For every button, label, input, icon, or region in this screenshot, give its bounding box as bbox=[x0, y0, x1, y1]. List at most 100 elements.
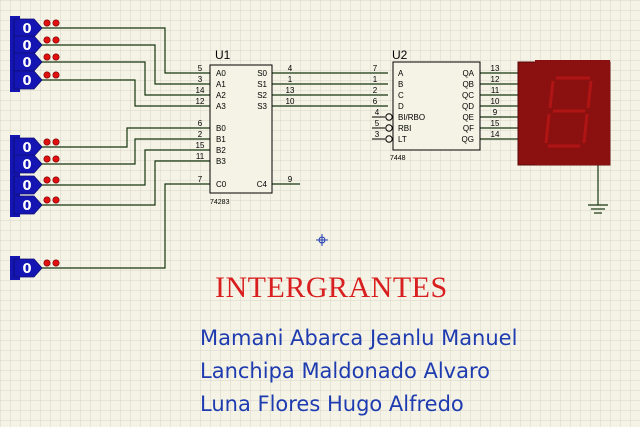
logic-state-carry[interactable]: 0 bbox=[10, 256, 62, 280]
u1-pin-s0-number: 4 bbox=[288, 64, 293, 73]
u2-pin-out4-number: 9 bbox=[493, 108, 498, 117]
state-led-icon bbox=[43, 155, 51, 163]
u1-pin-s0-label: S0 bbox=[257, 69, 267, 78]
u1-pin-b3-number: 11 bbox=[196, 152, 205, 161]
u2-pin-in0-number: 7 bbox=[373, 64, 378, 73]
u2-pin-out6-number: 14 bbox=[491, 130, 500, 139]
logic-b-value-1: 0 bbox=[22, 158, 31, 173]
u1-pin-a0-number: 5 bbox=[198, 64, 203, 73]
logic-b-switch-3[interactable]: 0 bbox=[13, 195, 62, 215]
state-led-icon bbox=[43, 71, 51, 79]
u2-pin-in0-label: A bbox=[398, 69, 404, 78]
logic-b-value-3: 0 bbox=[22, 199, 31, 214]
u1-pin-b3-label: B3 bbox=[216, 157, 226, 166]
u1-pin-a2-number: 14 bbox=[196, 86, 205, 95]
u2-pin-ctl0-number: 4 bbox=[375, 108, 380, 117]
inverter-bubble-icon bbox=[385, 124, 393, 132]
logic-state-group-b[interactable]: 0 0 0 0 bbox=[10, 135, 62, 217]
state-led-icon bbox=[52, 196, 60, 204]
logic-carry-value-0: 0 bbox=[22, 262, 31, 277]
u2-pin-out6-label: QG bbox=[462, 135, 474, 144]
state-led-icon bbox=[43, 196, 51, 204]
inverter-bubble-icon bbox=[385, 113, 393, 121]
state-led-icon bbox=[43, 53, 51, 61]
u1-pin-b0-number: 6 bbox=[198, 119, 203, 128]
chip-u2-part: 7448 bbox=[390, 155, 406, 162]
logic-a-value-2: 0 bbox=[22, 56, 31, 71]
u2-pin-ctl1-label: RBI bbox=[398, 124, 411, 133]
u2-pin-ctl1-number: 5 bbox=[375, 119, 380, 128]
wires bbox=[62, 27, 599, 269]
digit-segments bbox=[544, 76, 593, 148]
logic-b-value-2: 0 bbox=[22, 179, 31, 194]
state-led-icon bbox=[43, 138, 51, 146]
u1-pin-a0-label: A0 bbox=[216, 69, 226, 78]
u2-pin-in3-number: 6 bbox=[373, 97, 378, 106]
u2-pin-out5-number: 15 bbox=[491, 119, 500, 128]
state-led-icon bbox=[43, 36, 51, 44]
adder-chip-u1[interactable]: U1 74283 5A03A114A212A36B02B115B211B37C0… bbox=[196, 48, 295, 206]
u2-pin-in2-number: 2 bbox=[373, 86, 378, 95]
state-led-icon bbox=[52, 71, 60, 79]
state-led-icon bbox=[52, 138, 60, 146]
chip-u1-name: U1 bbox=[215, 48, 231, 62]
logic-b-switch-2[interactable]: 0 bbox=[13, 175, 62, 195]
state-led-icon bbox=[52, 19, 60, 27]
u1-pin-s1-number: 1 bbox=[288, 75, 293, 84]
u1-pin-c0-number: 7 bbox=[198, 175, 203, 184]
u1-pin-b2-number: 15 bbox=[196, 141, 205, 150]
state-led-icon bbox=[52, 53, 60, 61]
u1-pin-b1-label: B1 bbox=[216, 135, 226, 144]
state-led-icon bbox=[43, 176, 51, 184]
u1-pin-a3-label: A3 bbox=[216, 102, 226, 111]
cursor-crosshair-icon bbox=[316, 234, 328, 246]
u2-pin-out4-label: QE bbox=[462, 113, 474, 122]
title-heading: INTERGRANTES bbox=[215, 271, 448, 304]
u2-pin-out2-number: 11 bbox=[491, 86, 500, 95]
state-led-icon bbox=[52, 176, 60, 184]
u1-pin-s3-number: 10 bbox=[286, 97, 295, 106]
u2-pin-ctl0-label: BI/RBO bbox=[398, 113, 425, 122]
state-led-icon bbox=[43, 259, 51, 267]
chip-u2-name: U2 bbox=[392, 48, 408, 62]
logic-carry-switch-0[interactable]: 0 bbox=[13, 258, 62, 278]
member-name-1: Mamani Abarca Jeanlu Manuel bbox=[200, 326, 517, 350]
logic-a-switch-2[interactable]: 0 bbox=[13, 52, 62, 72]
inverter-bubble-icon bbox=[385, 135, 393, 143]
u1-pin-c4-number: 9 bbox=[288, 175, 293, 184]
u2-pin-out3-label: QD bbox=[462, 102, 474, 111]
u2-pin-out0-number: 13 bbox=[491, 64, 500, 73]
u2-pin-out1-number: 12 bbox=[491, 75, 500, 84]
chip-u1-pins: 5A03A114A212A36B02B115B211B37C04S01S113S… bbox=[196, 64, 295, 189]
u1-pin-b1-number: 2 bbox=[198, 130, 203, 139]
u2-pin-out2-label: QC bbox=[462, 91, 474, 100]
u1-pin-a1-label: A1 bbox=[216, 80, 226, 89]
seven-segment-display[interactable] bbox=[517, 60, 611, 166]
u1-pin-a1-number: 3 bbox=[198, 75, 203, 84]
u2-pin-out3-number: 10 bbox=[491, 97, 500, 106]
u2-pin-ctl2-number: 3 bbox=[375, 130, 380, 139]
u2-pin-in1-label: B bbox=[398, 80, 403, 89]
logic-b-switch-1[interactable]: 0 bbox=[13, 154, 62, 174]
u2-pin-out1-label: QB bbox=[462, 80, 474, 89]
decoder-chip-u2[interactable]: U2 7448 7A1B2C6D4BI/RBO5RBI3LT13QA12QB11… bbox=[372, 48, 500, 162]
logic-b-switch-0[interactable]: 0 bbox=[13, 137, 62, 157]
member-name-2: Lanchipa Maldonado Alvaro bbox=[200, 359, 490, 383]
u1-pin-a2-label: A2 bbox=[216, 91, 226, 100]
logic-b-value-0: 0 bbox=[22, 141, 31, 156]
state-led-icon bbox=[52, 259, 60, 267]
u1-pin-c4-label: C4 bbox=[257, 180, 268, 189]
u2-pin-out5-label: QF bbox=[463, 124, 474, 133]
state-led-icon bbox=[52, 36, 60, 44]
chip-u2-pins: 7A1B2C6D4BI/RBO5RBI3LT13QA12QB11QC10QD9Q… bbox=[372, 64, 500, 144]
u1-pin-s1-label: S1 bbox=[257, 80, 267, 89]
chip-u1-part: 74283 bbox=[210, 199, 230, 206]
logic-a-switch-3[interactable]: 0 bbox=[13, 70, 62, 90]
u2-pin-out0-label: QA bbox=[462, 69, 474, 78]
logic-a-switch-0[interactable]: 0 bbox=[13, 18, 62, 38]
logic-a-switch-1[interactable]: 0 bbox=[13, 35, 62, 55]
u1-pin-b2-label: B2 bbox=[216, 146, 226, 155]
